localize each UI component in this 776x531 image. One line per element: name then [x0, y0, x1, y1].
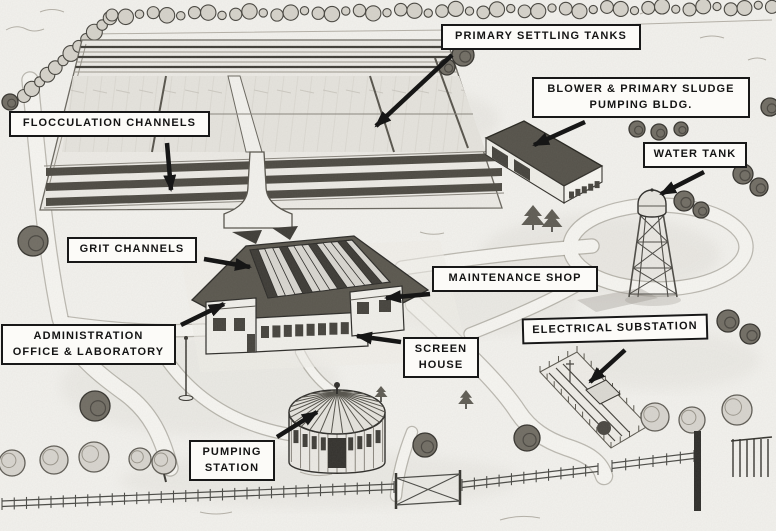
callout-label: OFFICE & LABORATORY [12, 345, 165, 358]
callout-label: PUMPING BLDG. [589, 98, 693, 111]
callout-screen-house: SCREEN HOUSE [403, 337, 479, 379]
callout-electrical-substation: ELECTRICAL SUBSTATION [521, 313, 709, 345]
callout-label: FLOCCULATION CHANNELS [22, 117, 197, 129]
callout-label: GRIT CHANNELS [79, 243, 185, 255]
callout-label: WATER TANK [653, 148, 737, 160]
callout-label: PRIMARY SETTLING TANKS [455, 30, 627, 42]
arrow-flocculation-channels [163, 142, 177, 192]
arrow-screen-house [355, 331, 402, 345]
callout-label: ADMINISTRATION [33, 330, 144, 342]
arrow-electrical-substation [588, 348, 627, 384]
callout-flocculation-channels: FLOCCULATION CHANNELS [9, 111, 210, 137]
arrow-primary-settling-tanks [374, 53, 454, 128]
callout-blower-primary-sludge: BLOWER & PRIMARY SLUDGE PUMPING BLDG. [532, 77, 750, 119]
callout-label: MAINTENANCE SHOP [448, 272, 582, 284]
arrow-maintenance-shop [384, 290, 431, 304]
callout-label: HOUSE [418, 358, 464, 371]
callout-pumping-station: PUMPING STATION [189, 440, 275, 482]
callout-water-tank: WATER TANK [643, 142, 747, 168]
callout-label: ELECTRICAL SUBSTATION [532, 319, 698, 337]
callout-primary-settling-tanks: PRIMARY SETTLING TANKS [441, 24, 641, 50]
callout-maintenance-shop: MAINTENANCE SHOP [432, 266, 598, 292]
callout-label: BLOWER & PRIMARY SLUDGE [547, 83, 735, 95]
arrow-administration [180, 301, 226, 328]
arrow-water-tank [659, 169, 706, 197]
callout-grit-channels: GRIT CHANNELS [67, 237, 197, 263]
callout-arrows [163, 53, 706, 439]
arrow-pumping-station [275, 410, 319, 439]
callout-label: PUMPING [202, 446, 262, 458]
arrow-grit-channels [203, 256, 252, 271]
callout-administration-office: ADMINISTRATION OFFICE & LABORATORY [1, 324, 176, 366]
arrow-blower-building [532, 119, 586, 148]
callout-label: STATION [204, 461, 260, 474]
callout-label: SCREEN [414, 343, 468, 355]
